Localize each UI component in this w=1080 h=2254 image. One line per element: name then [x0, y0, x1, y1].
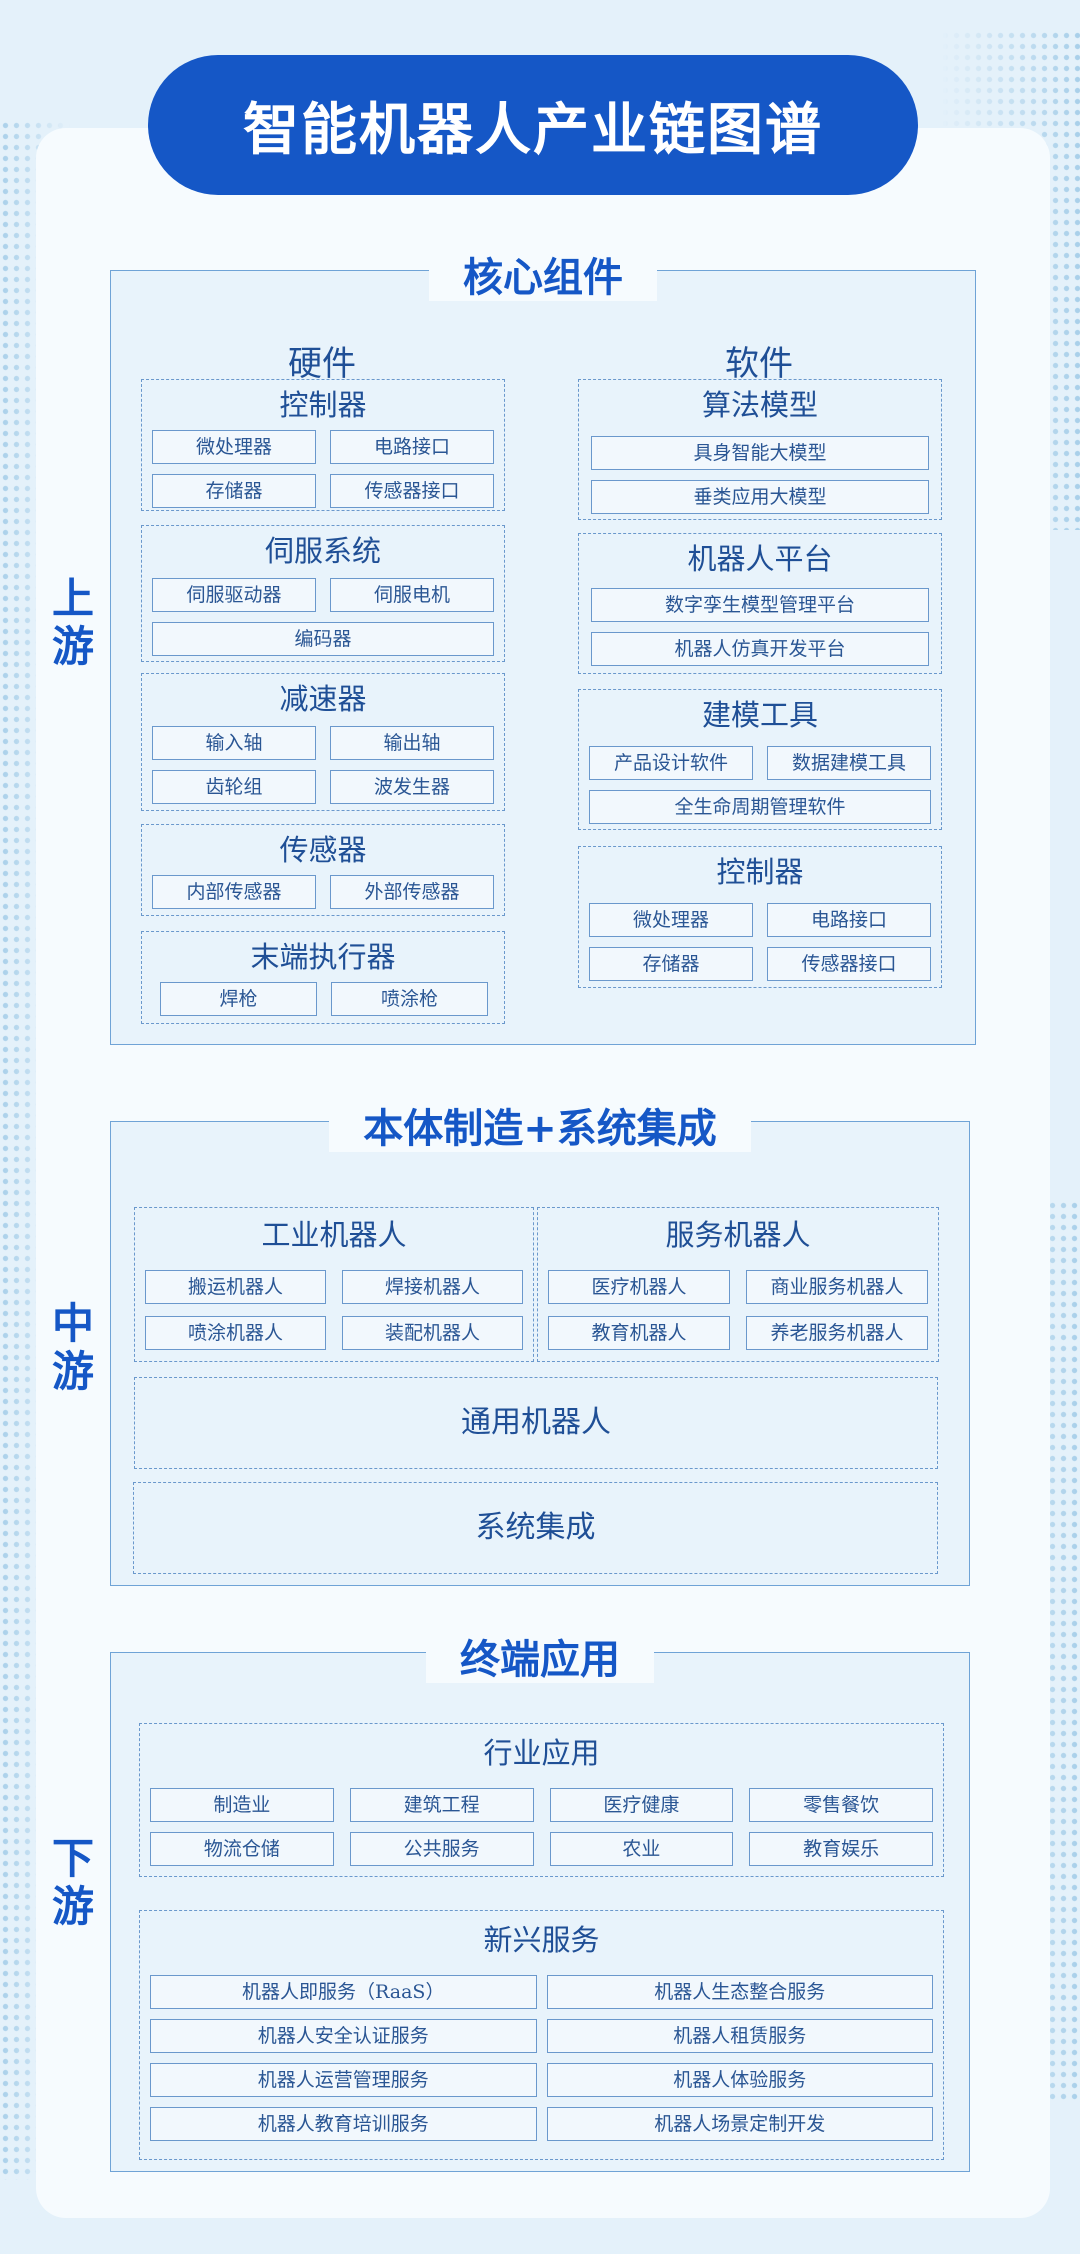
hw-reducer-item: 齿轮组: [152, 770, 316, 804]
service-robot-group: 服务机器人 医疗机器人 商业服务机器人 教育机器人 养老服务机器人: [537, 1207, 939, 1362]
hw-effector-group: 末端执行器 焊枪 喷涂枪: [141, 931, 505, 1024]
sw-modeling-item: 全生命周期管理软件: [589, 790, 931, 824]
sw-algorithm-group: 算法模型 具身智能大模型 垂类应用大模型: [578, 379, 942, 520]
title-banner: 智能机器人产业链图谱: [148, 55, 918, 195]
service-robot-title: 服务机器人: [665, 1218, 811, 1252]
sw-modeling-title: 建模工具: [701, 698, 818, 732]
downstream-section-title: 终端应用: [111, 1627, 969, 1685]
hw-servo-item: 编码器: [152, 622, 494, 656]
industry-application-item: 教育娱乐: [749, 1832, 933, 1866]
upstream-section-title-text: 核心组件: [429, 255, 657, 301]
sw-controller-item: 传感器接口: [767, 947, 931, 981]
hw-controller-title: 控制器: [279, 388, 367, 422]
downstream-section-title-text: 终端应用: [426, 1637, 654, 1683]
hw-reducer-item: 输入轴: [152, 726, 316, 760]
industry-application-item: 农业: [549, 1832, 734, 1866]
midstream-label: 中游: [38, 1300, 108, 1396]
sw-platform-item: 机器人仿真开发平台: [591, 632, 929, 666]
midstream-section: 本体制造+系统集成 工业机器人 搬运机器人 焊接机器人 喷涂机器人 装配机器人 …: [110, 1106, 970, 1586]
sw-modeling-group: 建模工具 产品设计软件 数据建模工具 全生命周期管理软件: [578, 689, 942, 830]
system-integration-box: 系统集成: [133, 1482, 938, 1574]
hw-reducer-title: 减速器: [279, 682, 367, 716]
hw-effector-item: 喷涂枪: [331, 982, 488, 1016]
industry-application-item: 零售餐饮: [749, 1788, 933, 1822]
hw-effector-item: 焊枪: [160, 982, 317, 1016]
hw-controller-item: 传感器接口: [330, 474, 494, 508]
midstream-label-text: 中游: [51, 1299, 94, 1396]
general-robot-box: 通用机器人: [134, 1377, 938, 1469]
hw-controller-item: 电路接口: [330, 430, 494, 464]
sw-platform-item: 数字孪生模型管理平台: [591, 588, 929, 622]
industry-application-item: 公共服务: [349, 1832, 534, 1866]
industrial-robot-item: 搬运机器人: [145, 1270, 326, 1304]
industry-application-item: 制造业: [150, 1788, 334, 1822]
sw-controller-group: 控制器 微处理器 电路接口 存储器 传感器接口: [578, 846, 942, 988]
industry-application-group: 行业应用 制造业 建筑工程 医疗健康 零售餐饮 物流仓储 公共服务 农业 教育娱…: [139, 1723, 944, 1877]
sw-modeling-item: 产品设计软件: [589, 746, 753, 780]
upstream-section-title: 核心组件: [111, 245, 975, 303]
hw-sensor-item: 外部传感器: [330, 875, 494, 909]
hw-sensor-group: 传感器 内部传感器 外部传感器: [141, 824, 505, 916]
emerging-service-item: 机器人即服务（RaaS）: [150, 1975, 537, 2009]
sw-controller-item: 微处理器: [589, 903, 753, 937]
emerging-service-item: 机器人生态整合服务: [546, 1975, 933, 2009]
sw-platform-title: 机器人平台: [687, 542, 833, 576]
service-robot-item: 养老服务机器人: [746, 1316, 928, 1350]
hw-sensor-item: 内部传感器: [152, 875, 316, 909]
sw-algorithm-title: 算法模型: [701, 388, 818, 422]
hw-reducer-item: 输出轴: [330, 726, 494, 760]
downstream-label: 下游: [38, 1835, 108, 1931]
industry-application-item: 医疗健康: [549, 1788, 734, 1822]
hw-servo-item: 伺服电机: [330, 578, 494, 612]
sw-controller-item: 存储器: [589, 947, 753, 981]
industrial-robot-title: 工业机器人: [261, 1218, 407, 1252]
sw-controller-title: 控制器: [716, 855, 804, 889]
sw-platform-group: 机器人平台 数字孪生模型管理平台 机器人仿真开发平台: [578, 533, 942, 674]
hw-effector-title: 末端执行器: [250, 940, 396, 974]
industry-application-item: 建筑工程: [349, 1788, 534, 1822]
industrial-robot-item: 焊接机器人: [342, 1270, 523, 1304]
upstream-label: 上游: [38, 575, 108, 671]
industrial-robot-group: 工业机器人 搬运机器人 焊接机器人 喷涂机器人 装配机器人: [134, 1207, 534, 1362]
hw-controller-item: 存储器: [152, 474, 316, 508]
emerging-service-item: 机器人场景定制开发: [546, 2107, 933, 2141]
sw-modeling-item: 数据建模工具: [767, 746, 931, 780]
sw-algorithm-item: 垂类应用大模型: [591, 480, 929, 514]
emerging-service-item: 机器人租赁服务: [546, 2019, 933, 2053]
emerging-service-item: 机器人运营管理服务: [150, 2063, 537, 2097]
industrial-robot-item: 装配机器人: [342, 1316, 523, 1350]
service-robot-item: 医疗机器人: [548, 1270, 730, 1304]
emerging-service-item: 机器人体验服务: [546, 2063, 933, 2097]
emerging-service-title: 新兴服务: [483, 1923, 600, 1957]
sw-controller-item: 电路接口: [767, 903, 931, 937]
sw-algorithm-item: 具身智能大模型: [591, 436, 929, 470]
industry-application-item: 物流仓储: [150, 1832, 334, 1866]
hw-sensor-title: 传感器: [279, 833, 367, 867]
upstream-section: 核心组件 硬件 软件 控制器 微处理器 电路接口 存储器 传感器接口 伺服系统 …: [110, 255, 976, 1045]
hw-servo-item: 伺服驱动器: [152, 578, 316, 612]
emerging-service-group: 新兴服务 机器人即服务（RaaS） 机器人生态整合服务 机器人安全认证服务 机器…: [139, 1910, 944, 2160]
downstream-label-text: 下游: [51, 1834, 94, 1931]
midstream-section-title-text: 本体制造+系统集成: [329, 1106, 751, 1152]
hw-reducer-group: 减速器 输入轴 输出轴 齿轮组 波发生器: [141, 673, 505, 811]
industrial-robot-item: 喷涂机器人: [145, 1316, 326, 1350]
hw-controller-group: 控制器 微处理器 电路接口 存储器 传感器接口: [141, 379, 505, 511]
upstream-label-text: 上游: [51, 574, 94, 671]
hw-reducer-item: 波发生器: [330, 770, 494, 804]
page-title: 智能机器人产业链图谱: [243, 97, 823, 163]
industry-application-title: 行业应用: [483, 1736, 600, 1770]
hw-controller-item: 微处理器: [152, 430, 316, 464]
downstream-section: 终端应用 行业应用 制造业 建筑工程 医疗健康 零售餐饮 物流仓储 公共服务 农…: [110, 1637, 970, 2172]
emerging-service-item: 机器人教育培训服务: [150, 2107, 537, 2141]
emerging-service-item: 机器人安全认证服务: [150, 2019, 537, 2053]
hardware-heading: 硬件: [288, 344, 356, 384]
midstream-section-title: 本体制造+系统集成: [111, 1096, 969, 1154]
hw-servo-title: 伺服系统: [264, 534, 381, 568]
hw-servo-group: 伺服系统 伺服驱动器 伺服电机 编码器: [141, 525, 505, 662]
software-heading: 软件: [725, 344, 793, 384]
service-robot-item: 教育机器人: [548, 1316, 730, 1350]
service-robot-item: 商业服务机器人: [746, 1270, 928, 1304]
